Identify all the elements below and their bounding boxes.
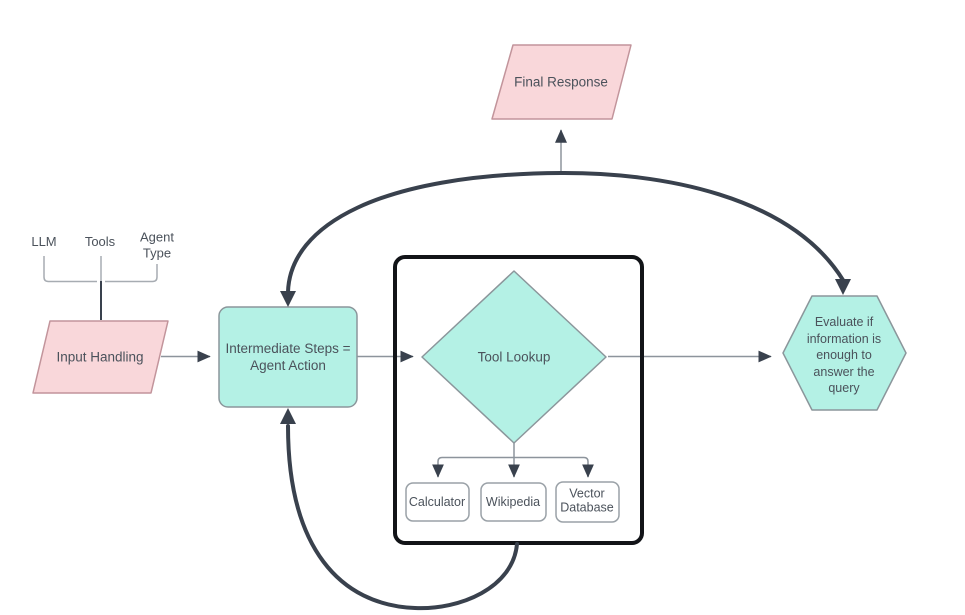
input-handling-shape: [32, 320, 169, 394]
arrowhead-into-evaluate-top: [835, 279, 851, 295]
vector-database-shape: [555, 481, 620, 523]
arrowhead-into-intermediate-bottom: [280, 408, 296, 424]
connectors: [161, 129, 772, 478]
tool-branch-bar: [437, 456, 589, 474]
tool-lookup-diamond: [421, 270, 607, 444]
wikipedia-shape: [480, 482, 547, 522]
final-response-shape: [491, 44, 632, 120]
loop-curves: [286, 170, 845, 611]
loop-bottom-curve: [286, 424, 519, 611]
intermediate-steps-shape: [218, 306, 358, 408]
calculator-shape: [405, 482, 470, 522]
loop-top-curve: [286, 170, 845, 294]
loop-arrowheads: [280, 279, 851, 424]
arrowhead-into-intermediate-top: [280, 291, 296, 307]
input-bracket: [43, 256, 158, 283]
evaluate-hexagon: [782, 295, 907, 411]
